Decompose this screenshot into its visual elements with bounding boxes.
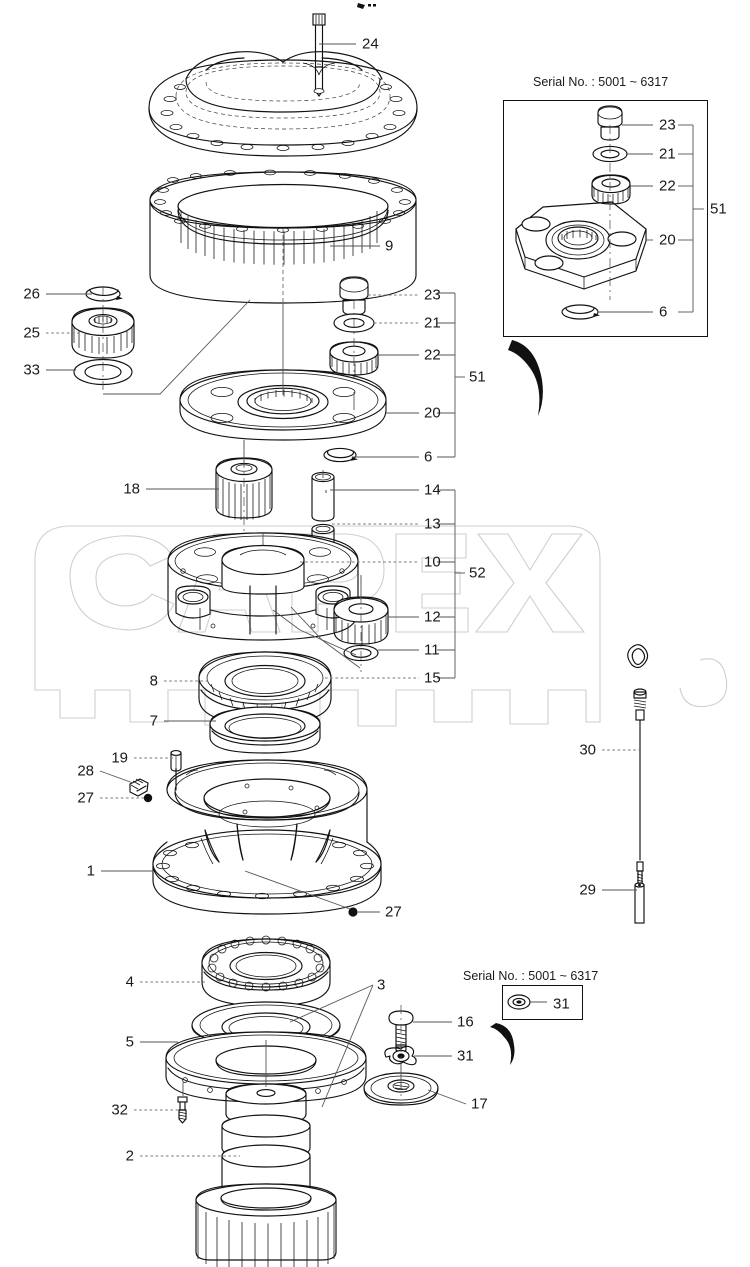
leader-lines: [46, 43, 640, 1157]
part-30-oil-level-gauge: [627, 644, 649, 904]
part-14-planet-pin: [311, 471, 335, 522]
callout-number-10: 10: [424, 553, 441, 571]
part-10-planet-carrier-2nd: [167, 532, 359, 641]
inset-callout-number-31: 31: [553, 995, 570, 1013]
callout-number-25: 25: [23, 324, 40, 342]
part-9-ring-gear: [149, 169, 417, 304]
callout-number-1: 1: [86, 862, 95, 880]
scan-artifact: [357, 3, 376, 9]
part-12-planet-gear-2nd: [333, 596, 389, 645]
inset-top-contents: [515, 105, 647, 320]
callout-number-2: 2: [125, 1147, 134, 1165]
callout-number-4: 4: [125, 973, 134, 991]
callout-number-5: 5: [125, 1033, 134, 1051]
part-4-roller-bearing: [201, 935, 331, 1007]
part-18-sun-gear-2nd: [215, 457, 273, 520]
part-28-breather-plug: [129, 778, 149, 797]
callout-number-15: 15: [424, 669, 441, 687]
callout-number-8: 8: [149, 672, 158, 690]
part-33-thrust-washer-sun: [73, 358, 133, 386]
callout-number-12: 12: [424, 608, 441, 626]
part-1-housing: [152, 759, 382, 915]
callout-number-26: 26: [23, 285, 40, 303]
part-6-snap-ring: [323, 447, 358, 463]
callout-number-3: 3: [377, 976, 386, 994]
part-8-tapered-roller-bearing: [198, 651, 332, 725]
inset-callout-number-51: 51: [710, 200, 727, 218]
inset-pointer-bottom: [490, 1023, 515, 1065]
serial-label-bottom: Serial No. : 5001 ~ 6317: [463, 969, 599, 983]
callout-number-20: 20: [424, 404, 441, 422]
part-24-socket-bolt: [312, 13, 326, 98]
callout-number-31: 31: [457, 1047, 474, 1065]
callout-number-29: 29: [579, 881, 596, 899]
inset-callout-number-6: 6: [659, 303, 668, 321]
inset-pointer-top: [508, 340, 543, 416]
callout-number-16: 16: [457, 1013, 474, 1031]
callout-number-14: 14: [424, 481, 441, 499]
inset-box-bottom: [502, 985, 583, 1020]
part-23-planet-pin-1st: [339, 276, 369, 316]
part-32-cover-bolt: [177, 1096, 188, 1124]
callout-number-52: 52: [469, 564, 486, 582]
part-27-plug-lower: [348, 907, 358, 917]
callout-number-21: 21: [424, 314, 441, 332]
serial-label-top: Serial No. : 5001 ~ 6317: [533, 75, 669, 89]
part-7-bearing-race: [209, 706, 321, 754]
inset-callout-number-22: 22: [659, 177, 676, 195]
callout-number-19: 19: [111, 749, 128, 767]
callout-number-32: 32: [111, 1101, 128, 1119]
callout-number-9: 9: [385, 237, 394, 255]
group-brackets: [437, 124, 704, 1003]
inset-callout-number-20: 20: [659, 231, 676, 249]
part-26-snap-ring: [85, 286, 123, 302]
callout-number-18: 18: [123, 480, 140, 498]
callout-number-30: 30: [579, 741, 596, 759]
callout-number-22: 22: [424, 346, 441, 364]
callout-number-33: 33: [23, 361, 40, 379]
callout-number-7: 7: [149, 712, 158, 730]
inset-box-top: [503, 100, 708, 337]
callout-number-27: 27: [77, 789, 94, 807]
part-29-dipstick-tube: [634, 882, 645, 924]
callout-number-51: 51: [469, 368, 486, 386]
callout-number-17: 17: [471, 1095, 488, 1113]
callout-number-28: 28: [77, 762, 94, 780]
callout-number-24: 24: [362, 35, 379, 53]
callout-number-11: 11: [424, 641, 440, 659]
callout-number-6: 6: [424, 448, 433, 466]
callout-number-13: 13: [424, 515, 441, 533]
inset-callout-number-23: 23: [659, 116, 676, 134]
part-31-lock-washer: [384, 1045, 417, 1066]
part-27-plug-upper: [143, 793, 153, 803]
callout-number-27: 27: [385, 903, 402, 921]
part-2-output-shaft-pinion: [195, 1083, 337, 1267]
part-25-sun-gear-1st: [71, 307, 135, 359]
callout-number-23: 23: [424, 286, 441, 304]
part-top-cover: [148, 51, 418, 157]
inset-callout-number-21: 21: [659, 145, 676, 163]
